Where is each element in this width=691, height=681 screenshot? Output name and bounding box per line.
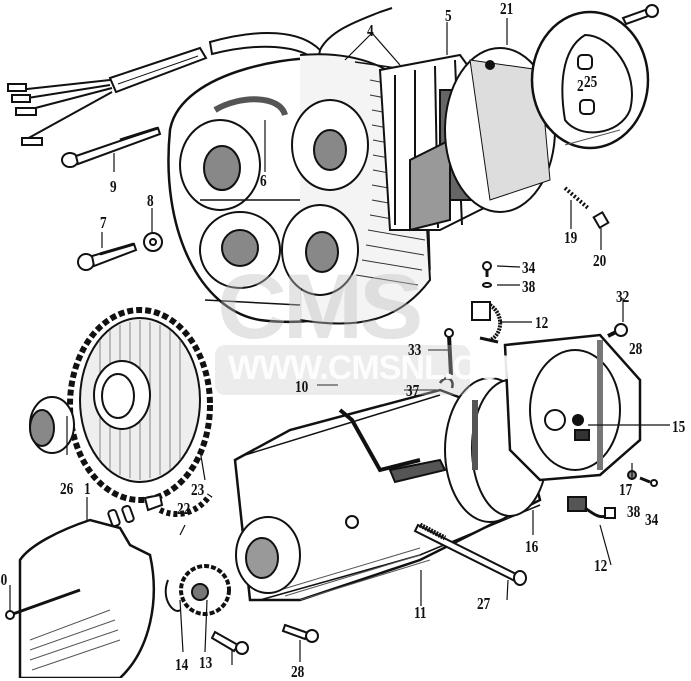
callout-19: 19 [564, 228, 578, 247]
callout-17: 17 [619, 480, 633, 499]
callout-37: 37 [406, 381, 420, 400]
callout-1: 1 [84, 479, 91, 498]
callout-14: 14 [175, 655, 189, 674]
callout-38-upper: 38 [522, 277, 536, 296]
callout-22: 22 [177, 499, 191, 518]
callout-15: 15 [672, 417, 686, 436]
callout-13: 13 [199, 653, 213, 672]
callout-28-right: 28 [629, 339, 643, 358]
callout-34-lower: 34 [645, 510, 659, 529]
brush-holder [567, 496, 616, 519]
callout-23: 23 [191, 480, 205, 499]
watermark-logo: CMS [217, 256, 423, 358]
watermark-url-box [215, 345, 470, 395]
callout-25: 25 [584, 72, 598, 91]
callout-8: 8 [147, 191, 154, 210]
callout-12-upper: 12 [535, 313, 549, 332]
watermark-url: WWW.CMSNL.COM [228, 349, 529, 387]
through-bolt [413, 522, 527, 586]
screw-33 [438, 328, 454, 389]
callout-10: 10 [295, 377, 309, 396]
callout-21: 21 [500, 0, 514, 18]
commutator-end-bracket [503, 333, 642, 482]
callout-27: 27 [477, 594, 491, 613]
washer [143, 232, 163, 252]
screw-34 [482, 261, 492, 288]
callout-12-lower: 12 [594, 556, 608, 575]
callout-4: 4 [367, 21, 374, 40]
leader-lines [9, 18, 670, 665]
callout-9: 9 [110, 177, 117, 196]
callout-28-bottom: 28 [291, 662, 305, 681]
callout-5: 5 [445, 6, 452, 25]
bearing [29, 396, 75, 454]
carbon-brush [592, 210, 610, 230]
callout-26: 26 [60, 479, 74, 498]
wiring-harness [7, 7, 393, 146]
bottom-screws [210, 623, 319, 655]
spring [563, 186, 590, 210]
chain-links [107, 493, 164, 528]
brush-holder-upper [471, 301, 503, 344]
callout-6: 6 [260, 171, 267, 190]
callout-38-lower: 38 [627, 502, 641, 521]
callout-20: 20 [593, 251, 607, 270]
small-sprocket [164, 564, 231, 616]
callout-34-upper: 34 [522, 258, 536, 277]
callout-7: 7 [100, 213, 107, 232]
callout-16: 16 [525, 537, 539, 556]
callout-32: 32 [616, 287, 630, 306]
callout-11: 11 [414, 603, 427, 622]
cap-screw [621, 4, 659, 26]
sprocket-and-chain [67, 307, 213, 517]
chain-cover [5, 518, 155, 678]
long-bolt [61, 126, 162, 168]
bolt-7 [77, 242, 138, 271]
end-plate [444, 47, 556, 213]
brush-cap [530, 10, 650, 150]
callout-30: 30 [0, 570, 8, 589]
callout-33: 33 [408, 340, 422, 359]
screw-32 [607, 323, 628, 338]
callout-2: 2 [577, 76, 584, 95]
